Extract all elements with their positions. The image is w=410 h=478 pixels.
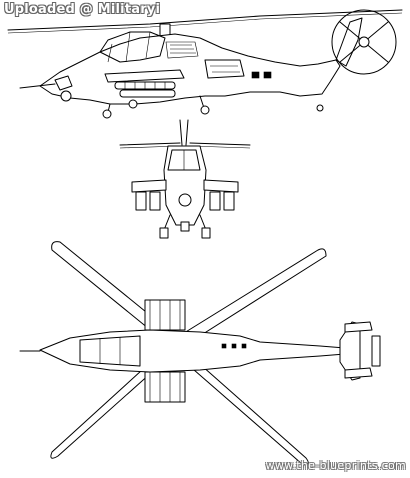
front-left-wheel	[159, 227, 169, 239]
front-chin-turret	[178, 193, 192, 207]
top-tail-plane	[339, 321, 361, 381]
front-right-stub-wing	[203, 179, 239, 193]
top-rotor-blade-upper-right	[175, 248, 327, 347]
top-right-stub-wing	[144, 371, 186, 403]
top-left-stub-wing	[144, 299, 186, 331]
side-view	[7, 9, 403, 119]
watermark-top: Uploaded @ Militaryi	[4, 2, 161, 17]
side-canopy	[99, 31, 166, 63]
side-main-rotor-blade	[7, 9, 403, 31]
top-main-rotor	[50, 241, 327, 465]
side-chin-turret	[60, 90, 72, 102]
side-stub-wing	[104, 69, 185, 83]
front-view	[119, 119, 251, 239]
side-tail-rotor-disc	[331, 9, 397, 75]
side-nose-sensor	[54, 75, 73, 91]
front-right-wheel	[201, 227, 211, 239]
top-rotor-blade-lower-left	[50, 349, 171, 459]
front-rotor-blades	[119, 142, 251, 146]
top-view	[19, 241, 381, 465]
side-fuselage	[39, 33, 341, 105]
side-tail-wheel	[316, 104, 324, 112]
side-tail-fin	[335, 17, 363, 67]
top-rotor-blade-lower-right	[177, 349, 309, 465]
side-rotor-mast	[159, 23, 171, 37]
watermark-bottom: www.the-blueprints.com	[265, 459, 406, 472]
front-mast	[179, 119, 189, 146]
top-cockpit	[79, 335, 141, 367]
side-rear-wheel	[200, 105, 210, 115]
top-tail-rotor	[371, 335, 381, 367]
side-engine-cowling	[204, 59, 245, 79]
front-left-stub-wing	[131, 179, 167, 193]
side-nose-wheel	[102, 109, 112, 119]
side-store-2	[119, 89, 176, 98]
side-nose-probe	[19, 83, 56, 89]
side-main-wheel	[128, 99, 138, 109]
